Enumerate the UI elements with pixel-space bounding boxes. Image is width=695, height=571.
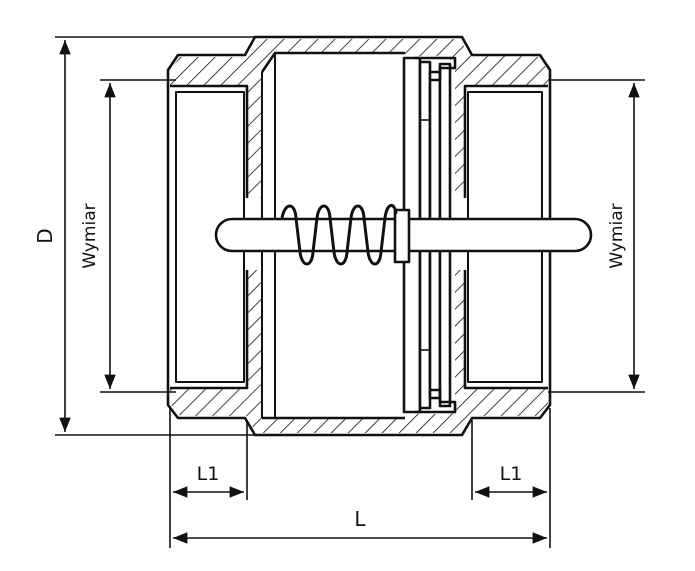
- dimensions: [55, 36, 645, 548]
- label-l1-right: L1: [500, 463, 523, 485]
- guide-stem: [214, 208, 593, 264]
- spring: [280, 204, 398, 266]
- valve-body: [166, 35, 593, 437]
- label-d: D: [33, 228, 57, 243]
- label-wymiar-left: Wymiar: [80, 203, 100, 268]
- label-l1-left: L1: [197, 463, 220, 485]
- label-wymiar-right: Wymiar: [607, 203, 627, 268]
- label-l: L: [354, 507, 366, 531]
